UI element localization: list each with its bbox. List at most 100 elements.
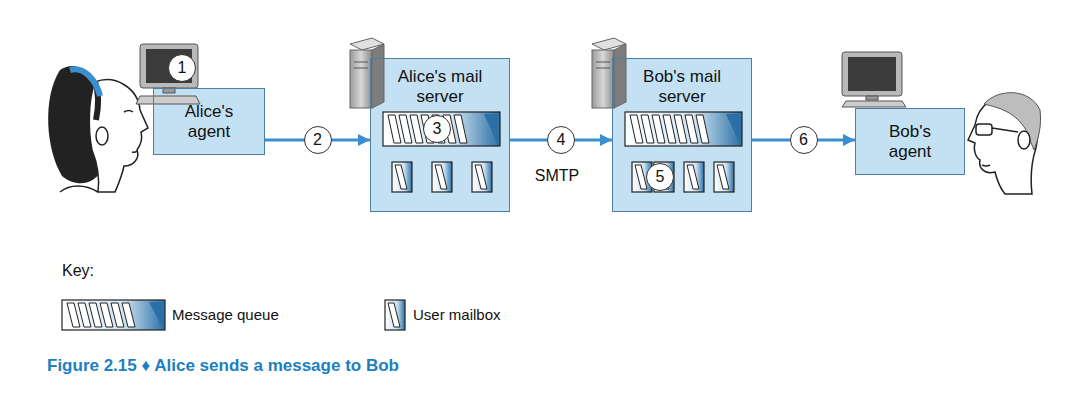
- drawing-part: [96, 127, 108, 145]
- drawing-part: [866, 96, 878, 100]
- drawing-part: [982, 165, 990, 166]
- drawing-part: [596, 68, 610, 69]
- drawing-part: [614, 44, 626, 108]
- box-title: Alice's agent: [173, 102, 245, 141]
- legend-heading: Key:: [62, 262, 94, 280]
- drawing-part: [354, 62, 368, 63]
- drawing-part: [1018, 131, 1030, 149]
- alice-computer: [136, 44, 200, 104]
- user-agent-box: Bob's agent: [855, 108, 965, 175]
- message-queue-icon: [62, 300, 165, 330]
- drawing-part: [714, 162, 734, 192]
- user-agent-box: Alice's agent: [153, 88, 265, 155]
- legend-entry: User mailbox: [413, 306, 501, 323]
- callout-number: 4: [547, 126, 575, 154]
- drawing-part: [726, 114, 740, 144]
- drawing-part: [687, 165, 699, 189]
- message-queue-icon: [383, 112, 500, 146]
- user-mailbox-icon: [432, 162, 452, 192]
- user-mailbox-icon: [684, 162, 704, 192]
- drawing-part: [350, 50, 372, 108]
- drawing-part: [454, 115, 467, 143]
- drawing-part: [472, 162, 492, 192]
- callout-number: 3: [423, 115, 451, 143]
- drawing-part: [592, 50, 614, 108]
- user-mailbox-icon: [392, 162, 412, 192]
- drawing-part: [435, 165, 447, 189]
- drawing-part: [652, 115, 665, 143]
- user-mailbox-icon: [472, 162, 492, 192]
- callout-number: 2: [304, 126, 332, 154]
- user-mailbox-icon: [714, 162, 734, 192]
- box-title: Alice's mail server: [385, 67, 495, 106]
- drawing-part: [625, 112, 742, 146]
- drawing-part: [630, 115, 643, 143]
- drawing-part: [140, 44, 198, 88]
- drawing-part: [67, 303, 80, 327]
- server-icon: [350, 38, 384, 108]
- bob-computer: [842, 52, 906, 107]
- box-fill: [370, 58, 510, 212]
- queue-and-mailbox-icons: [62, 112, 742, 330]
- drawing-part: [124, 111, 133, 113]
- bob-figure: [968, 93, 1041, 194]
- protocol-label: SMTP: [535, 167, 579, 185]
- drawing-part: [596, 62, 610, 63]
- drawing-part: [432, 162, 452, 192]
- drawing-part: [984, 93, 1041, 150]
- server-icon: [592, 38, 626, 108]
- drawing-part: [132, 151, 137, 152]
- drawing-part: [70, 69, 100, 96]
- box-fill: [612, 58, 752, 212]
- drawing-part: [696, 115, 709, 143]
- drawing-part: [62, 300, 165, 330]
- drawing-part: [674, 115, 687, 143]
- legend-text: User mailbox: [413, 306, 501, 323]
- drawing-part: [395, 165, 407, 189]
- box-fill: [855, 108, 965, 175]
- drawing-part: [354, 68, 368, 69]
- drawing-part: [976, 124, 992, 135]
- user-mailbox-icon: [385, 300, 405, 330]
- callout-number: 6: [790, 126, 818, 154]
- box-title: Bob's agent: [874, 122, 946, 161]
- drawing-part: [685, 115, 698, 143]
- drawing-part: [717, 165, 729, 189]
- drawing-part: [89, 303, 102, 327]
- drawing-part: [399, 115, 412, 143]
- drawing-part: [684, 162, 704, 192]
- drawing-part: [111, 303, 124, 327]
- drawing-part: [475, 165, 487, 189]
- drawing-part: [663, 115, 676, 143]
- drawing-part: [641, 115, 654, 143]
- callout-number: 1: [168, 54, 196, 82]
- drawing-part: [385, 300, 405, 330]
- callout-number: 5: [646, 163, 674, 191]
- drawing-part: [388, 115, 401, 143]
- drawing-part: [848, 57, 896, 91]
- drawing-part: [484, 114, 498, 144]
- drawing-part: [78, 303, 91, 327]
- drawing-part: [842, 52, 902, 96]
- drawing-part: [992, 128, 1018, 132]
- figure-caption: Figure 2.15 ♦ Alice sends a message to B…: [47, 356, 399, 376]
- drawing-part: [60, 186, 98, 192]
- drawing-part: [388, 303, 400, 327]
- alice-figure: [48, 66, 148, 192]
- legend-text: Message queue: [172, 306, 279, 323]
- drawing-part: [410, 115, 423, 143]
- drawing-part: [149, 302, 163, 328]
- drawing-part: [100, 303, 113, 327]
- mail-server-box: Bob's mail server: [612, 58, 752, 212]
- box-title: Bob's mail server: [627, 67, 737, 106]
- legend-entry: Message queue: [172, 306, 279, 323]
- drawing-part: [383, 112, 500, 146]
- drawing-part: [122, 303, 135, 327]
- drawing-part: [392, 162, 412, 192]
- drawing-part: [372, 44, 384, 108]
- message-queue-icon: [625, 112, 742, 146]
- drawing-part: [842, 101, 906, 107]
